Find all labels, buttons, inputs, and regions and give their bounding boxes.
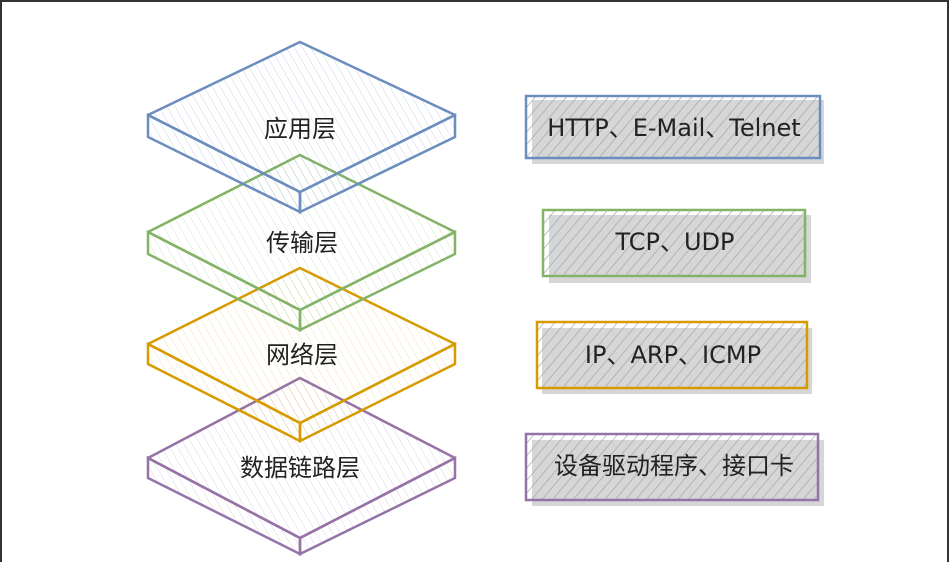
layer-label-application: 应用层 [264,115,336,143]
layer-network: 网络层 [146,266,457,444]
top-border [0,0,949,2]
layer-label-transport: 传输层 [266,229,338,257]
protocol-box-transport: TCP、UDP [541,208,811,283]
left-border [0,0,2,562]
layer-label-network: 网络层 [266,341,338,369]
layer-label-datalink: 数据链路层 [240,454,360,482]
layer-datalink: 数据链路层 [146,376,457,557]
protocol-box-network: IP、ARP、ICMP [535,320,812,394]
right-border [947,0,949,562]
protocols-network: IP、ARP、ICMP [585,341,761,369]
layer-application: 应用层 [146,40,457,215]
protocol-box-datalink: 设备驱动程序、接口卡 [524,432,824,506]
layer-transport: 传输层 [146,153,457,333]
protocols-transport: TCP、UDP [614,228,734,256]
protocols-application: HTTP、E-Mail、Telnet [547,114,800,142]
protocols-datalink: 设备驱动程序、接口卡 [554,452,794,480]
protocol-box-application: HTTP、E-Mail、Telnet [524,94,824,164]
